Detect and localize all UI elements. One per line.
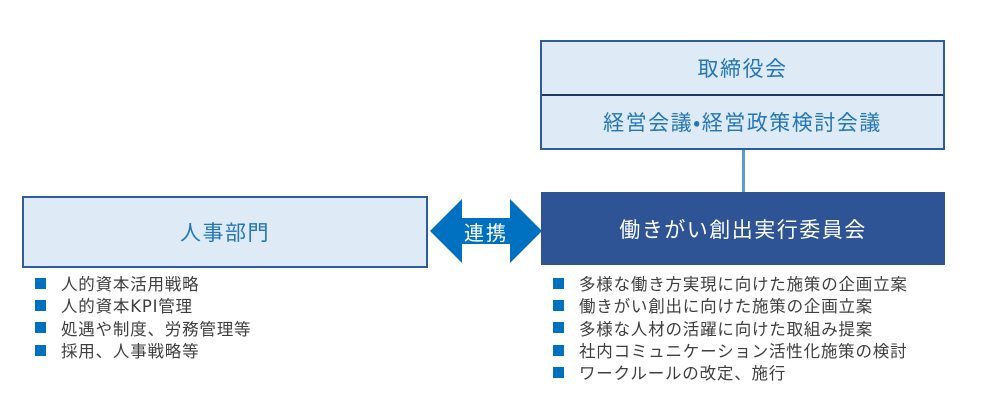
hr-department-label: 人事部門: [180, 221, 270, 245]
collaboration-arrow-label: 連携: [464, 220, 508, 245]
hr-department-box: 人事部門: [22, 196, 428, 268]
list-item-label: 採用、人事戦略等: [61, 342, 200, 362]
square-bullet-icon: [553, 277, 564, 289]
list-item-label: 人的資本KPI管理: [61, 297, 193, 317]
square-bullet-icon: [35, 344, 46, 356]
square-bullet-icon: [35, 299, 46, 311]
square-bullet-icon: [35, 322, 46, 334]
management-meeting-label: 経営会議・経営政策検討会議: [542, 94, 943, 148]
list-item-label: 人的資本活用戦略: [61, 275, 200, 295]
committee-responsibility-list: 多様な働き方実現に向けた施策の企画立案 働きがい創出に向けた施策の企画立案 多様…: [553, 272, 908, 383]
committee-box: 働きがい創出実行委員会: [541, 192, 945, 265]
collaboration-arrow: 連携: [430, 198, 542, 264]
double-headed-arrow-icon: [430, 199, 542, 263]
square-bullet-icon: [553, 322, 564, 334]
list-item: ワークルールの改定、施行: [553, 361, 908, 383]
list-item-label: ワークルールの改定、施行: [579, 364, 787, 384]
list-item: 働きがい創出に向けた施策の企画立案: [553, 294, 908, 316]
list-item-label: 処遇や制度、労務管理等: [61, 319, 252, 339]
list-item: 社内コミュニケーション活性化施策の検討: [553, 339, 908, 361]
square-bullet-icon: [553, 344, 564, 356]
list-item: 採用、人事戦略等: [35, 339, 251, 361]
list-item-label: 多様な働き方実現に向けた施策の企画立案: [579, 275, 908, 295]
hr-responsibility-list: 人的資本活用戦略 人的資本KPI管理 処遇や制度、労務管理等 採用、人事戦略等: [35, 272, 251, 361]
vertical-connector-line: [742, 150, 745, 192]
board-of-directors-label: 取締役会: [697, 57, 788, 81]
list-item: 処遇や制度、労務管理等: [35, 317, 251, 339]
list-item-label: 働きがい創出に向けた施策の企画立案: [579, 297, 874, 317]
list-item-label: 社内コミュニケーション活性化施策の検討: [579, 342, 908, 362]
square-bullet-icon: [553, 366, 564, 378]
list-item-label: 多様な人材の活躍に向けた取組み提案: [579, 319, 874, 339]
square-bullet-icon: [35, 277, 46, 289]
list-item: 多様な人材の活躍に向けた取組み提案: [553, 317, 908, 339]
list-item: 多様な働き方実現に向けた施策の企画立案: [553, 272, 908, 294]
committee-label: 働きがい創出実行委員会: [619, 217, 867, 242]
governance-box: 取締役会 経営会議・経営政策検討会議: [540, 40, 945, 150]
list-item: 人的資本活用戦略: [35, 272, 251, 294]
list-item: 人的資本KPI管理: [35, 294, 251, 316]
square-bullet-icon: [553, 299, 564, 311]
